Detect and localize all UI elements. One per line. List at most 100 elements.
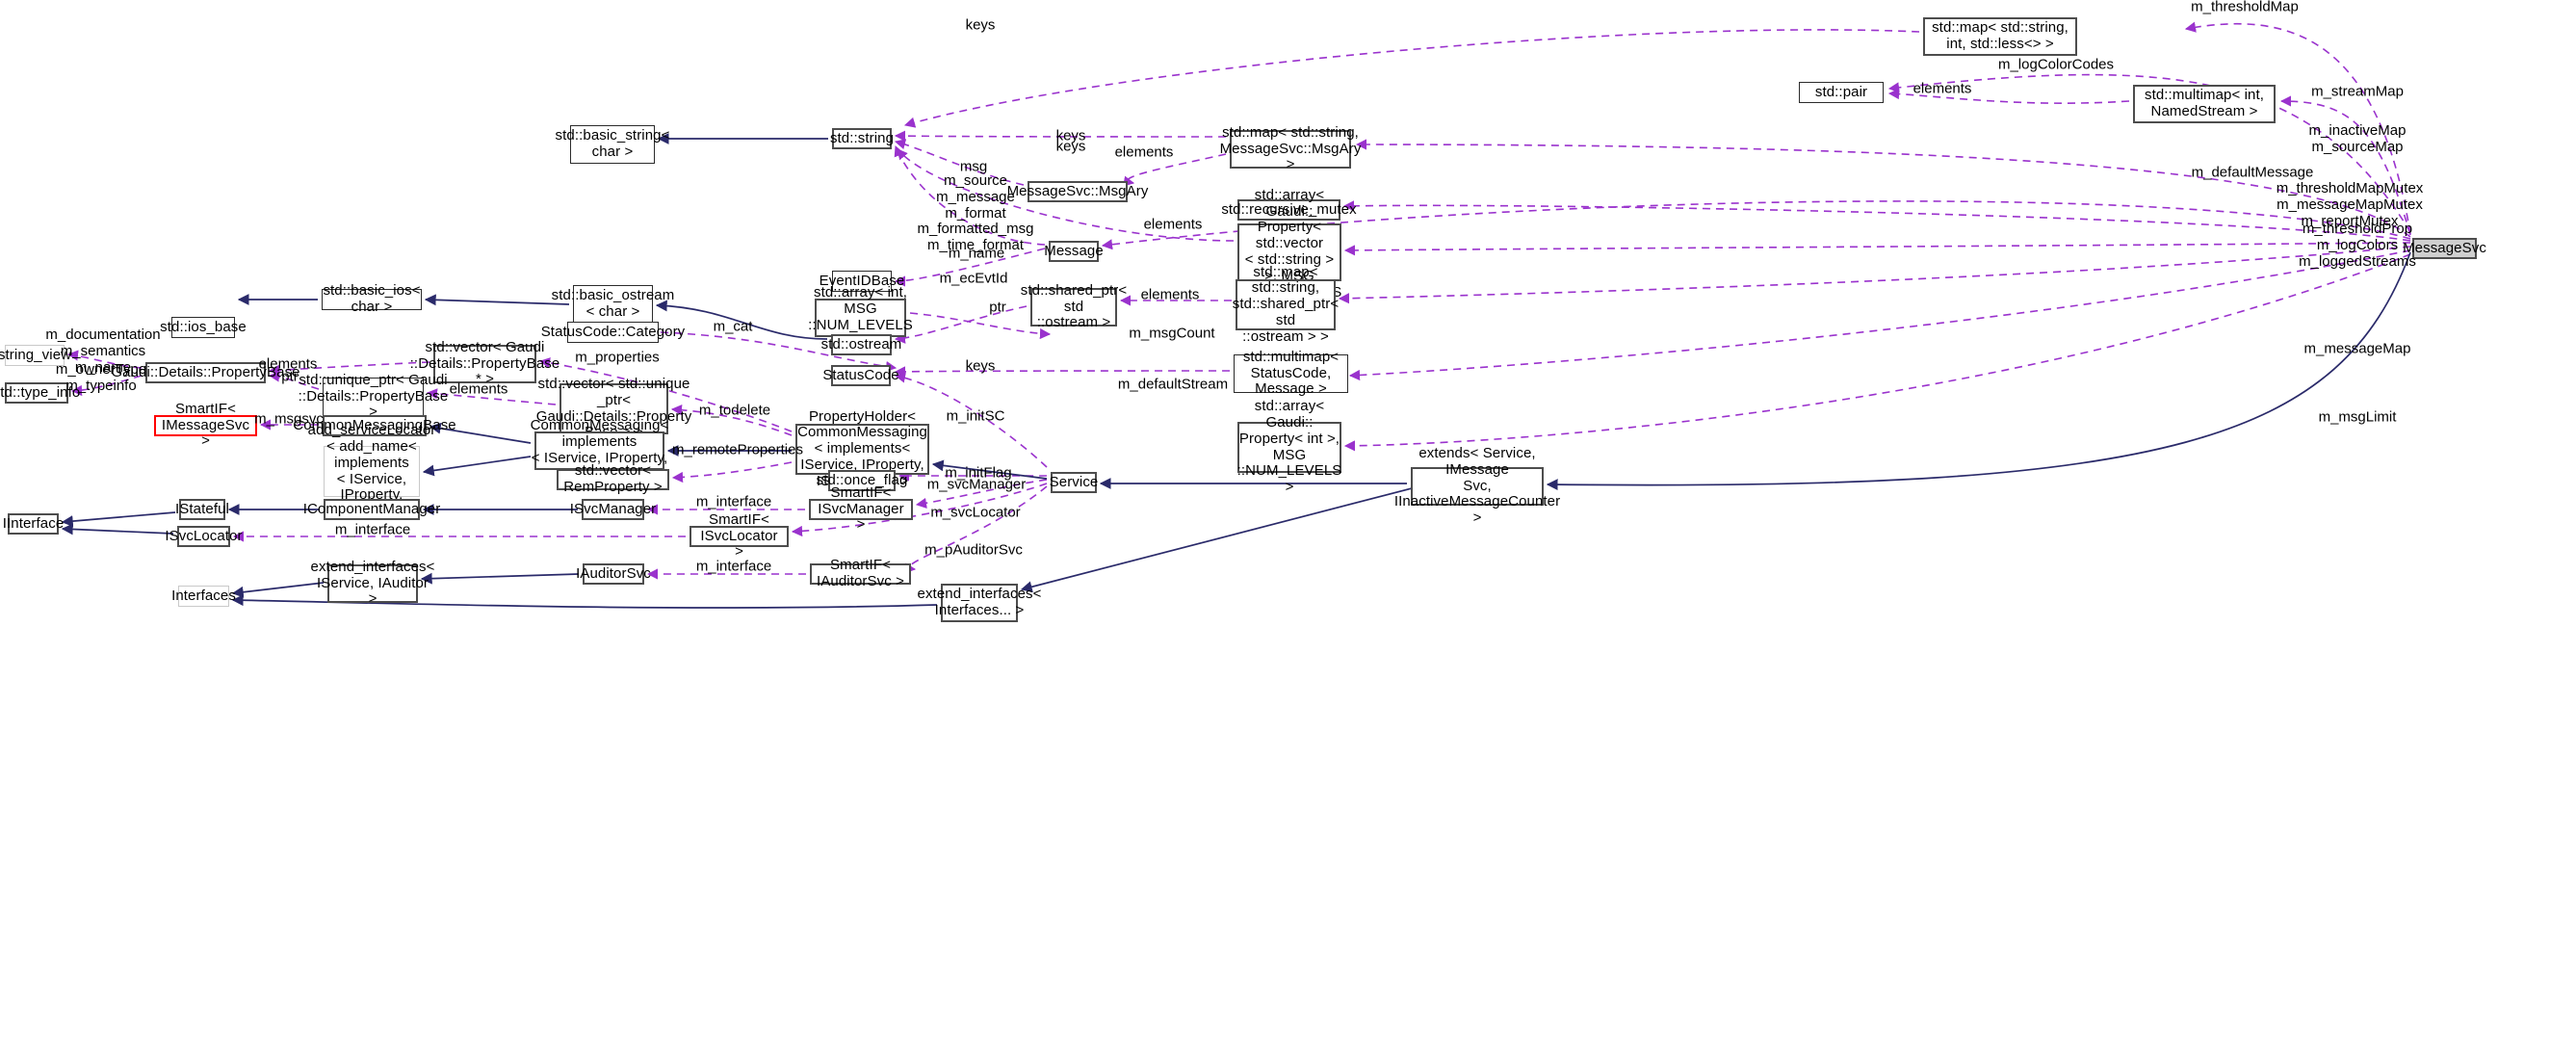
usage-edge-1 <box>903 29 1920 128</box>
edge-label-m_messagemap_r: m_messageMap <box>2303 340 2411 357</box>
edge-label-mutexes: m_thresholdMapMutex m_messageMapMutex m_… <box>2276 179 2424 229</box>
edge-label-m_name: m_name <box>948 245 1005 262</box>
class-node-smartif_isvclocator[interactable]: SmartIF< ISvcLocator > <box>690 511 789 560</box>
class-node-ostream[interactable]: std::ostream <box>821 334 901 355</box>
edge-label-elements_msgary: elements <box>1114 144 1174 161</box>
edge-label-m_msglimit: m_msgLimit <box>2318 408 2397 426</box>
class-node-type_info[interactable]: std::type_info <box>0 382 80 404</box>
class-node-multimap_sc_msg[interactable]: std::multimap< StatusCode, Message > <box>1234 349 1348 397</box>
edge-label-msg: msg <box>959 158 988 175</box>
edge-label-elements_sp: elements <box>1140 286 1200 303</box>
edge-label-keys_2: keys <box>1055 127 1086 144</box>
usage-edge-8 <box>894 139 1025 186</box>
class-node-smartif_isvcmanager[interactable]: SmartIF< ISvcManager > <box>809 484 913 533</box>
edge-label-m_pauditorsvc: m_pAuditorSvc <box>924 541 1023 559</box>
edge-label-m_defaultstream: m_defaultStream <box>1117 376 1229 393</box>
usage-edge-14 <box>894 248 1046 287</box>
class-node-propertybase[interactable]: Gaudi::Details::PropertyBase <box>111 362 300 383</box>
class-node-isvcmanager[interactable]: ISvcManager <box>570 499 656 520</box>
class-node-array_int_msg[interactable]: std::array< int, MSG ::NUM_LEVELS > <box>808 285 913 350</box>
class-node-pair[interactable]: std::pair <box>1799 82 1884 103</box>
edge-label-ptr_sp: ptr <box>989 299 1006 316</box>
usage-edge-4 <box>2279 95 2411 236</box>
class-node-service[interactable]: Service <box>1050 472 1098 493</box>
class-node-message[interactable]: Message <box>1044 241 1104 262</box>
inheritance-edge-17 <box>1020 486 1417 593</box>
class-node-statuscode[interactable]: StatusCode <box>822 365 899 386</box>
class-node-multimap_int_ns[interactable]: std::multimap< int, NamedStream > <box>2133 85 2276 123</box>
class-node-statuscode_category[interactable]: StatusCode::Category <box>541 322 685 343</box>
class-node-smartif_iauditorsvc[interactable]: SmartIF< IAuditorSvc > <box>810 557 911 589</box>
edge-label-m_svcmanager: m_svcManager <box>926 476 1027 493</box>
edge-label-elements_arr: elements <box>1143 216 1203 233</box>
usage-edge-36 <box>904 485 1048 574</box>
edge-label-m_thresholdmap: m_thresholdMap <box>2191 0 2299 15</box>
class-node-string_view[interactable]: string_view <box>0 345 71 366</box>
edge-label-m_cat: m_cat <box>713 318 753 335</box>
edge-label-m_logcolorcodes: m_logColorCodes <box>1997 56 2115 73</box>
class-node-icomponentmanager[interactable]: IComponentManager <box>303 499 440 520</box>
class-node-interfaces[interactable]: Interfaces <box>171 586 236 607</box>
class-node-isvclocator[interactable]: ISvcLocator <box>165 526 243 547</box>
edge-label-elements_pair: elements <box>1912 80 1972 97</box>
class-node-extend_interfaces_ia[interactable]: extend_interfaces< IService, IAuditor > <box>310 558 435 608</box>
class-node-basic_ios_char[interactable]: std::basic_ios< char > <box>322 282 422 315</box>
usage-edge-20 <box>1348 249 2411 381</box>
class-node-vector_remproperty[interactable]: std::vector< RemProperty > <box>557 462 669 495</box>
edge-label-keys_3: keys <box>1055 138 1086 155</box>
edge-label-m_remoteproperties: m_remoteProperties <box>672 441 803 458</box>
usage-edge-21 <box>894 366 1231 378</box>
edge-label-m_initflag: m_initFlag <box>945 464 1012 482</box>
edge-label-m_interface_3: m_interface <box>695 558 772 575</box>
usage-edge-10 <box>1342 200 2411 242</box>
class-node-basic_ostream_char[interactable]: std::basic_ostream < char > <box>552 285 674 324</box>
class-node-unique_ptr_propbase[interactable]: std::unique_ptr< Gaudi ::Details::Proper… <box>298 371 449 421</box>
class-node-commonmessagingbase[interactable]: CommonMessagingBase <box>293 415 456 436</box>
edge-label-m_defaultmessage: m_defaultMessage <box>2191 164 2314 181</box>
class-node-map_string_int[interactable]: std::map< std::string, int, std::less<> … <box>1923 17 2077 56</box>
edge-label-m_ecevtid: m_ecEvtId <box>939 270 1008 287</box>
class-node-add_servicelocator[interactable]: add_serviceLocator < add_name< implement… <box>308 422 436 519</box>
inheritance-edge-10 <box>61 511 176 528</box>
class-node-basic_string_char[interactable]: std::basic_string< char > <box>556 125 669 164</box>
class-node-extends_service[interactable]: extends< Service, IMessage Svc, IInactiv… <box>1393 445 1561 527</box>
edge-label-m_inactive_source: m_inactiveMap m_sourceMap <box>2308 122 2407 155</box>
class-node-shared_ptr_ostream[interactable]: std::shared_ptr< std ::ostream > <box>1020 281 1128 331</box>
class-node-extend_interfaces_v[interactable]: extend_interfaces< Interfaces... > <box>918 584 1041 622</box>
usage-edge-16 <box>894 305 1028 344</box>
edge-label-keys_top: keys <box>965 16 996 34</box>
edge-label-m_todelete: m_todelete <box>698 402 771 419</box>
class-node-iauditorsvc[interactable]: IAuditorSvc <box>576 563 651 585</box>
class-node-smartif_imessagesvc[interactable]: SmartIF< IMessageSvc > <box>154 401 257 449</box>
class-node-eventidbase[interactable]: EventIDBase <box>820 271 904 292</box>
class-node-iinterface[interactable]: IInterface <box>3 513 64 535</box>
edge-label-m_msgcount: m_msgCount <box>1129 325 1215 342</box>
class-node-messagesvc[interactable]: MessageSvc <box>2403 238 2486 259</box>
class-node-array_gaudi_propint[interactable]: std::array< Gaudi:: Property< int >, MSG… <box>1236 398 1342 496</box>
edge-label-m_thresholdprop: m_thresholdProp m_logColors m_loggedStre… <box>2299 220 2416 270</box>
edge-label-keys_sc: keys <box>965 357 996 375</box>
edge-label-m_interface_2: m_interface <box>334 521 411 538</box>
usage-edge-0 <box>2184 21 2411 235</box>
usage-edge-5 <box>894 130 1227 142</box>
usage-edge-13 <box>1343 242 2411 256</box>
class-node-istateful[interactable]: IStateful <box>175 499 229 520</box>
inheritance-edge-5 <box>422 456 532 477</box>
usage-edge-6 <box>1355 139 2411 238</box>
class-node-ios_base[interactable]: std::ios_base <box>160 317 247 338</box>
inheritance-edge-7 <box>931 459 1048 480</box>
class-node-msgary[interactable]: MessageSvc::MsgAry <box>1007 181 1148 202</box>
usage-edge-31 <box>1343 253 2411 452</box>
class-node-map_string_sp_ostream[interactable]: std::map< std::string, std::shared_ptr< … <box>1232 264 1340 345</box>
class-node-map_string_msgary[interactable]: std::map< std::string, MessageSvc::MsgAr… <box>1219 123 1362 173</box>
class-node-propertyholder[interactable]: PropertyHolder< CommonMessaging < implem… <box>795 408 929 489</box>
inheritance-edge-9 <box>1546 251 2411 491</box>
class-node-string[interactable]: std::string <box>830 128 894 149</box>
inheritance-edge-2 <box>424 294 570 306</box>
usage-edge-17 <box>1338 246 2411 304</box>
class-node-vector_propbase_ptr[interactable]: std::vector< Gaudi ::Details::PropertyBa… <box>409 338 560 388</box>
inheritance-edge-15 <box>420 572 580 585</box>
edge-label-m_initsc: m_initSC <box>946 407 1005 425</box>
usage-edge-34 <box>915 479 1048 509</box>
inheritance-edge-11 <box>61 523 174 536</box>
